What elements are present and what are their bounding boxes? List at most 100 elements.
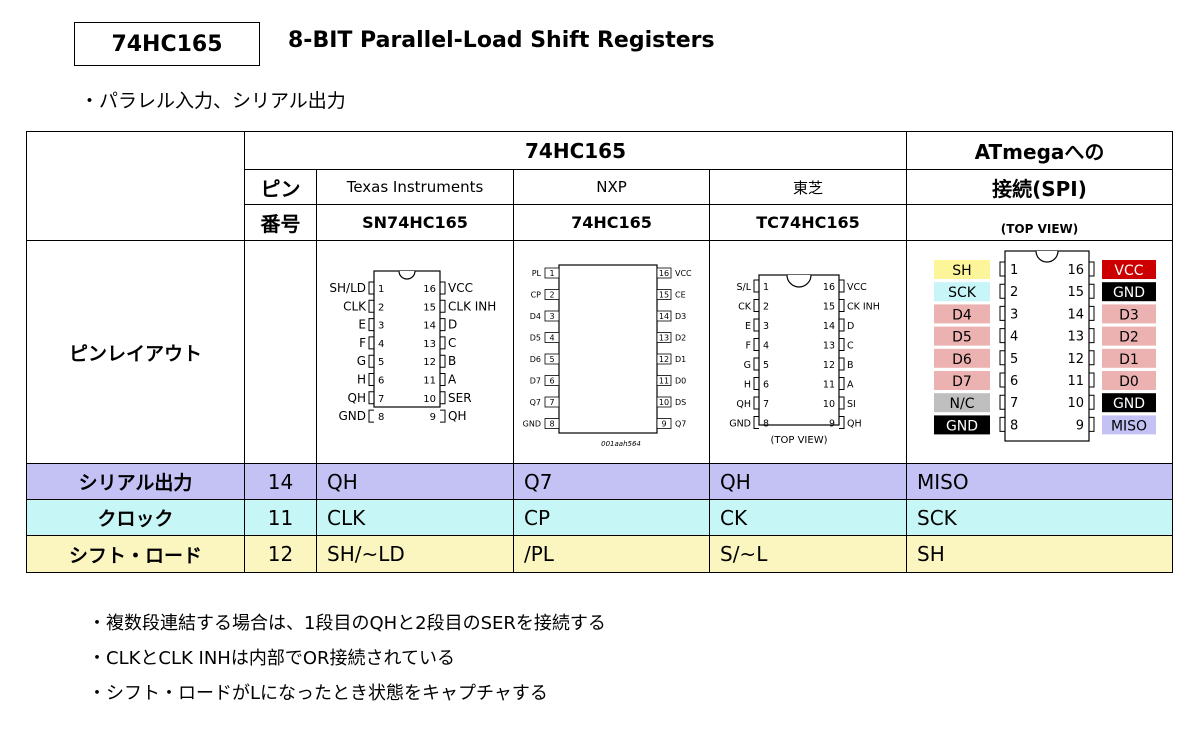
pin-label-right: C (448, 335, 456, 349)
row-atmega: MISO (906, 463, 1173, 500)
pin-number-right: 15 (823, 301, 835, 312)
pin-number-right: 12 (658, 355, 668, 364)
pin-right (839, 318, 845, 331)
signal-tag-left (933, 281, 990, 301)
pin-left (753, 357, 759, 370)
pin-label-left: GND (338, 409, 366, 423)
pin-label-left: E (358, 317, 366, 331)
package-notch (1034, 250, 1059, 263)
pin-right (1088, 416, 1094, 432)
pin-left (753, 298, 759, 312)
package-body (557, 263, 658, 434)
pin-number-left: 7 (549, 398, 554, 407)
pin-label-left: H (357, 372, 366, 386)
pin-left (999, 416, 1005, 432)
pin-number-left: 5 (378, 357, 384, 368)
pin-left (368, 281, 374, 294)
signal-label-left: D7 (952, 374, 972, 390)
pin-number-right: 9 (1075, 418, 1083, 433)
signal-label-right: GND (1112, 396, 1144, 412)
signal-label-left: SCK (948, 285, 977, 301)
signal-tag-right (1101, 348, 1156, 368)
notes-list: ・複数段連結する場合は、1段目のQHと2段目のSERを接続する ・CLKとCLK… (88, 606, 606, 711)
pin-right (839, 415, 845, 429)
signal-tag-left (933, 303, 990, 323)
pin-label-left: GND (729, 418, 751, 429)
pin-number-left: 2 (378, 302, 384, 313)
note-item: ・CLKとCLK INHは内部でOR接続されている (88, 648, 455, 669)
row-atmega: SH (906, 535, 1173, 573)
pin-label-right: C (847, 340, 854, 351)
pin-number-right: 13 (1067, 329, 1084, 344)
pin-left (999, 372, 1005, 387)
pin-label-left: CP (530, 290, 541, 299)
signal-tag-right (1101, 326, 1156, 346)
pin-right (656, 374, 671, 386)
pin-left (544, 374, 559, 386)
pin-left (753, 396, 759, 409)
row-label: クロック (26, 499, 245, 536)
pin-left (999, 305, 1005, 321)
pin-number-right: 16 (823, 282, 835, 293)
pin-number-right: 15 (423, 302, 436, 313)
pin-left (753, 415, 759, 429)
pin-number-left: 5 (1010, 351, 1018, 366)
row-nxp: /PL (513, 535, 710, 573)
mfr-nxp: NXP (513, 169, 710, 205)
pin-left (999, 327, 1005, 343)
pin-right (1088, 349, 1094, 365)
pin-number-left: 5 (763, 360, 769, 371)
pin-left (368, 354, 374, 368)
pin-label-left: CK (738, 301, 752, 312)
signal-tag-right (1101, 414, 1156, 434)
signal-label-left: D4 (952, 307, 972, 323)
signal-tag-right (1101, 392, 1156, 412)
pin-right (440, 299, 446, 313)
pin-right (440, 354, 446, 368)
package-body (758, 273, 840, 426)
pin-number-right: 15 (658, 290, 668, 299)
pin-right (656, 310, 671, 321)
pin-right (440, 317, 446, 331)
pin-number-left: 3 (378, 320, 384, 331)
pin-label-right: VCC (448, 281, 473, 295)
row-toshiba: QH (709, 463, 907, 500)
pin-number-left: 8 (549, 419, 554, 428)
pin-right (656, 288, 671, 300)
pin-right (1088, 372, 1094, 387)
pin-left (544, 310, 559, 321)
pin-label-right: D1 (675, 355, 686, 364)
pin-number-right: 12 (423, 357, 436, 368)
pin-number-left: 8 (378, 412, 384, 423)
pin-label-left: GND (522, 419, 540, 428)
row-atmega: SCK (906, 499, 1173, 536)
pin-label-left: E (745, 321, 751, 332)
pin-label-left: F (359, 335, 366, 349)
pin-number-right: 9 (430, 412, 436, 423)
signal-tag-left (933, 370, 990, 390)
pin-label-right: SI (847, 399, 856, 410)
row-toshiba: S/~L (709, 535, 907, 573)
pin-right (1088, 327, 1094, 343)
signal-tag-right (1101, 303, 1156, 323)
pin-label-right: B (847, 360, 854, 371)
pin-label-left: G (357, 354, 366, 368)
pin-label-left: QH (736, 399, 751, 410)
pin-number-left: 7 (763, 399, 769, 410)
package-body (373, 269, 441, 408)
pin-label-right: VCC (675, 269, 692, 278)
pin-right (1088, 261, 1094, 276)
pin-number-left: 1 (763, 282, 769, 293)
pin-number-left: 6 (763, 379, 769, 390)
pin-number-left: 1 (1010, 263, 1018, 278)
mfr-toshiba: 東芝 (709, 169, 907, 205)
pin-right (656, 267, 671, 278)
pin-label-right: VCC (847, 282, 867, 293)
part-ti: SN74HC165 (316, 204, 514, 241)
package-body (1003, 249, 1090, 442)
pin-number-left: 2 (1010, 285, 1018, 300)
pin-label-left: H (744, 379, 751, 390)
